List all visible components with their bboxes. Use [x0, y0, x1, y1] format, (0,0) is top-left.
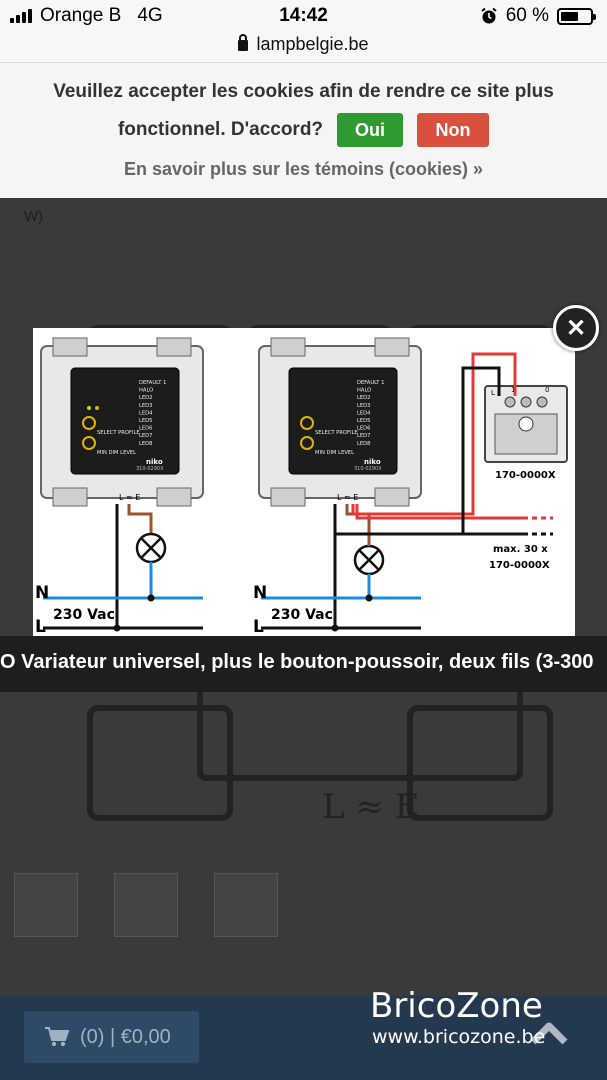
left-terminal-label: L ≈ E — [119, 493, 140, 502]
device-label: LED2 — [357, 395, 370, 401]
cookie-message-line2: fonctionnel. D'accord? Oui Non — [0, 113, 607, 147]
push-terminal-l: L — [491, 389, 495, 397]
footer-bar: (0) | €0,00 — [0, 996, 607, 1080]
battery-info: 60 % — [480, 5, 596, 27]
device-label: LED5 — [357, 418, 370, 424]
cookie-message-line1: Veuillez accepter les cookies afin de re… — [53, 81, 554, 102]
cookie-question: fonctionnel. D'accord? — [117, 119, 324, 140]
device-label: LED3 — [357, 403, 370, 409]
address-bar[interactable]: lampbelgie.be — [0, 34, 607, 55]
cookie-banner: Veuillez accepter les cookies afin de re… — [0, 62, 607, 198]
background-text: W) — [24, 208, 44, 225]
close-lightbox-button[interactable]: ✕ — [553, 305, 599, 351]
svg-text:L ≈ E: L ≈ E — [322, 787, 420, 827]
alarm-icon — [481, 7, 497, 24]
right-voltage-label: 230 Vac — [271, 607, 333, 623]
cart-summary: (0) | €0,00 — [80, 1025, 171, 1048]
left-voltage-label: 230 Vac — [53, 607, 115, 623]
right-brand-label: niko — [364, 458, 381, 466]
push-terminal-1: 1 — [511, 386, 515, 394]
wiring-diagram: DEFAULT 1HALOLED2LED3LED4LED5LED6LED7LED… — [35, 337, 568, 637]
right-model-label: 310-0290X — [354, 466, 382, 472]
left-model-label: 310-0290X — [136, 466, 164, 472]
device-label: LED7 — [139, 433, 152, 439]
signal-icon — [10, 9, 32, 23]
cart-icon — [45, 1027, 70, 1047]
device-label: LED8 — [357, 441, 370, 447]
watermark-brand: BricoZone — [370, 986, 543, 1026]
status-bar: Orange B 4G 14:42 60 % lampbelgie.be — [0, 0, 607, 62]
decline-cookies-button[interactable]: Non — [417, 113, 490, 147]
cookie-more-info-link[interactable]: En savoir plus sur les témoins (cookies)… — [123, 159, 484, 179]
right-neutral-label: N — [253, 583, 267, 603]
close-icon: ✕ — [565, 314, 587, 342]
device-label: SELECT PROFILE — [97, 430, 140, 436]
left-live-label: L — [35, 617, 46, 636]
device-label: LED6 — [357, 426, 370, 432]
scroll-to-top-icon[interactable] — [530, 1018, 568, 1048]
right-terminal-label: L ≈ E — [337, 493, 358, 502]
accept-cookies-button[interactable]: Oui — [337, 113, 404, 147]
push-button-model-label: 170-0000X — [495, 470, 556, 481]
left-neutral-label: N — [35, 583, 49, 603]
right-live-label: L — [253, 617, 264, 636]
cart-button[interactable]: (0) | €0,00 — [24, 1011, 199, 1063]
max-note-line2: 170-0000X — [489, 560, 550, 571]
device-label: LED6 — [139, 426, 152, 432]
battery-percent: 60 % — [505, 5, 549, 26]
right-dimmer-module — [288, 367, 398, 475]
device-label: LED5 — [139, 418, 152, 424]
device-label: MIN DIM LEVEL — [97, 450, 136, 456]
thumbnail-2[interactable] — [114, 873, 178, 937]
device-label: LED8 — [139, 441, 152, 447]
carrier-name: Orange B — [40, 5, 122, 26]
push-terminal-0: 0 — [545, 386, 549, 394]
left-dimmer-module — [70, 367, 180, 475]
device-label: LED3 — [139, 403, 152, 409]
carrier-info: Orange B 4G — [10, 5, 163, 27]
device-label: DEFAULT 1 — [139, 380, 166, 386]
device-label: HALO — [139, 388, 153, 394]
caption-text: O Variateur universel, plus le bouton-po… — [0, 651, 594, 673]
battery-icon — [557, 7, 596, 25]
device-label: HALO — [357, 388, 371, 394]
device-label: LED4 — [357, 410, 371, 416]
device-label: DEFAULT 1 — [357, 380, 384, 386]
clock: 14:42 — [279, 5, 328, 26]
device-label: SELECT PROFILE — [315, 430, 358, 436]
left-select-profile-button — [82, 416, 96, 430]
left-min-dim-button — [82, 436, 96, 450]
device-label: LED4 — [139, 410, 153, 416]
device-label: LED7 — [357, 433, 370, 439]
device-label: MIN DIM LEVEL — [315, 450, 354, 456]
lock-icon — [238, 34, 249, 51]
url-text: lampbelgie.be — [256, 34, 369, 54]
right-dimmer-diagram: DEFAULT 1 HALOLED2LED3LED4LED5LED6LED7LED… — [253, 337, 568, 637]
max-note-line1: max. 30 x — [493, 544, 548, 555]
thumbnail-1[interactable] — [14, 873, 78, 937]
watermark-url: www.bricozone.be — [372, 1026, 546, 1048]
network-type: 4G — [137, 5, 163, 26]
left-dimmer-diagram: DEFAULT 1 HALOLED2LED3LED4LED5LED6LED7LED… — [35, 337, 204, 637]
left-brand-label: niko — [146, 458, 163, 466]
image-caption: O Variateur universel, plus le bouton-po… — [0, 636, 607, 692]
thumbnail-3[interactable] — [214, 873, 278, 937]
thumbnail-strip — [14, 873, 278, 937]
device-label: LED2 — [139, 395, 152, 401]
